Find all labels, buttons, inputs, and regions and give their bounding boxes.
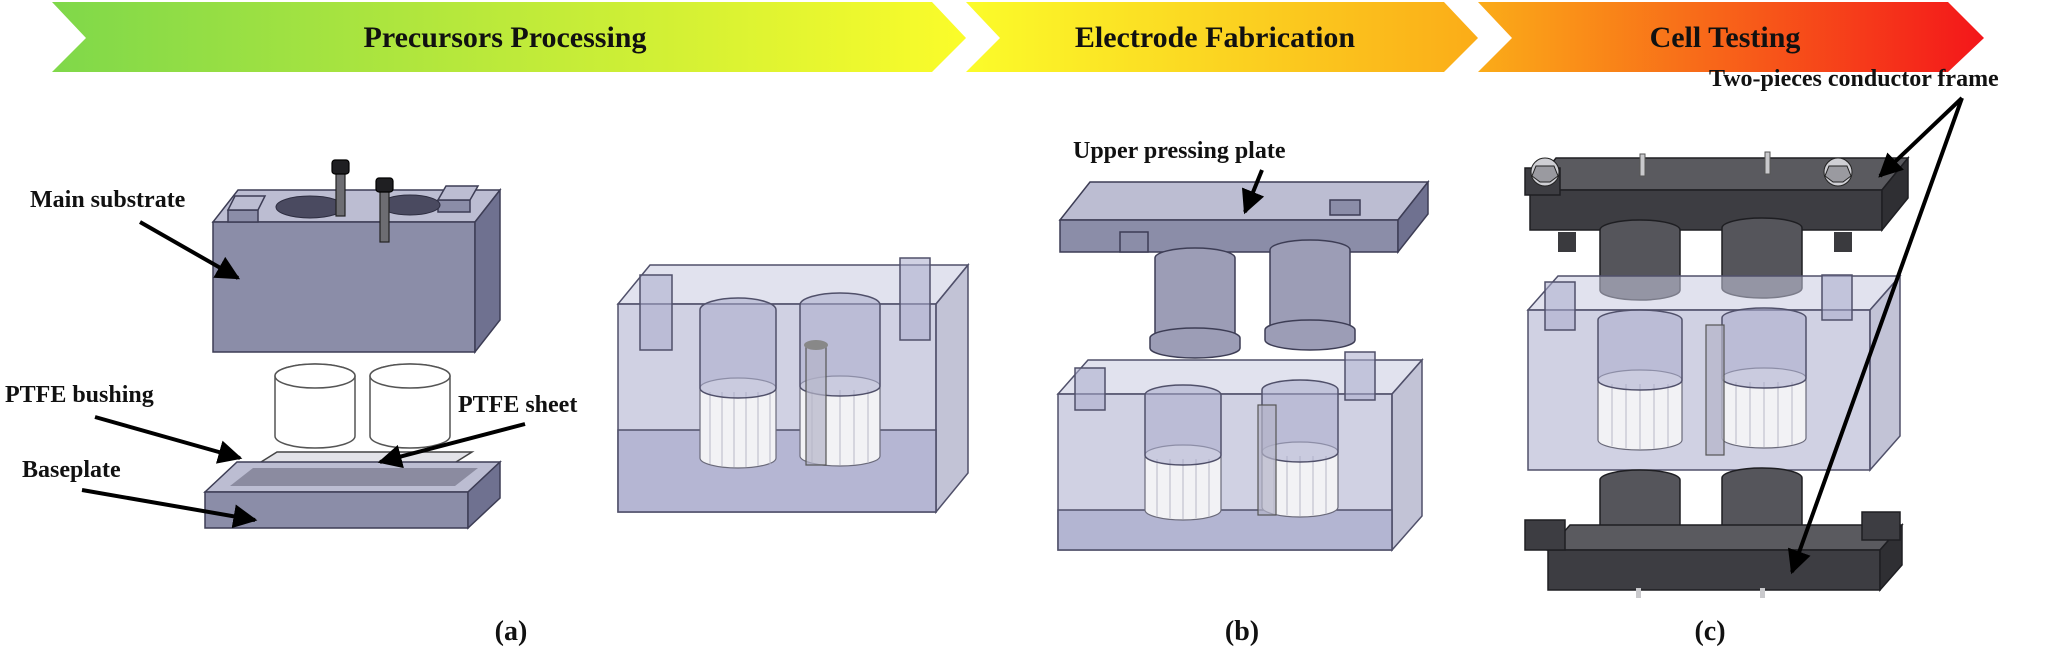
upper-pressing-plate	[1058, 179, 1430, 255]
arrow-upper-pressing-plate	[1241, 169, 1265, 215]
stage-arrow-electrode	[966, 2, 1478, 72]
main-substrate-block	[211, 159, 502, 355]
callout-ptfe-sheet: PTFE sheet	[458, 392, 577, 418]
stage-label-cell-testing: Cell Testing	[1650, 21, 1801, 54]
callouts: Main substrate PTFE bushing PTFE sheet B…	[5, 66, 1999, 575]
arrow-ptfe-sheet	[377, 422, 526, 469]
callout-upper-pressing-plate: Upper pressing plate	[1073, 138, 1286, 164]
ptfe-bushing-pair	[274, 363, 451, 449]
arrow-baseplate	[81, 488, 258, 529]
panel-label-c: (c)	[1694, 616, 1725, 647]
callout-main-substrate: Main substrate	[30, 187, 186, 213]
panel-a-exploded	[203, 159, 502, 530]
stage-label-precursors: Precursors Processing	[364, 21, 647, 54]
arrow-conductor-frame-upper	[1878, 96, 1964, 178]
panel-b-assembly	[1056, 179, 1430, 552]
callout-ptfe-bushing: PTFE bushing	[5, 382, 154, 408]
stage-label-electrode: Electrode Fabrication	[1075, 21, 1356, 54]
process-banner: Precursors Processing Electrode Fabricat…	[52, 2, 1984, 72]
panel-label-a: (a)	[495, 616, 528, 647]
screw-2	[379, 187, 390, 243]
conductor-frame-lower	[1524, 511, 1904, 598]
arrow-main-substrate	[139, 220, 241, 280]
panel-c-assembly	[1524, 151, 1910, 598]
panel-a-assembled	[616, 257, 970, 515]
panel-label-b: (b)	[1225, 616, 1259, 647]
stage-arrow-precursors	[52, 2, 966, 72]
arrow-conductor-frame-lower	[1787, 97, 1964, 575]
callout-baseplate: Baseplate	[22, 457, 121, 483]
conductor-frame-upper	[1524, 151, 1910, 233]
callout-conductor-frame: Two-pieces conductor frame	[1709, 66, 1999, 92]
stage-arrow-cell-testing	[1478, 2, 1984, 72]
baseplate-block	[203, 460, 502, 530]
screw-1	[335, 169, 346, 217]
arrow-ptfe-bushing	[94, 415, 243, 464]
